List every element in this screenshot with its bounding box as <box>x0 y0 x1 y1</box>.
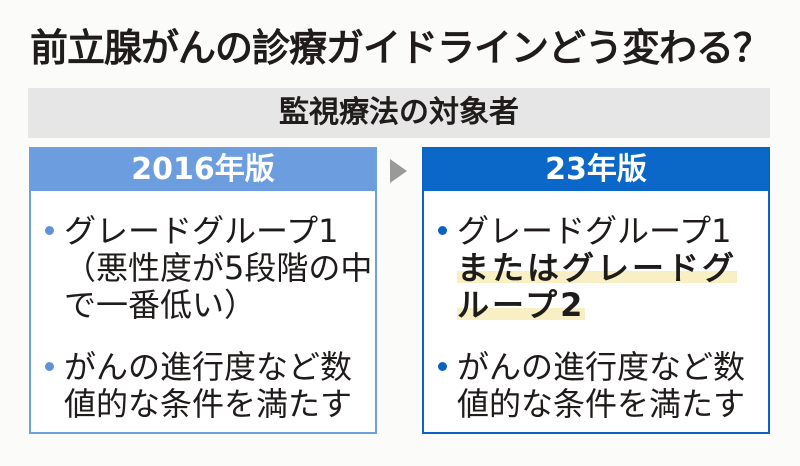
bullet-icon <box>438 226 447 235</box>
column-header-2016: 2016年版 <box>31 149 375 191</box>
item-text-line: がんの進行度など数 <box>457 348 746 386</box>
arrow-right-icon <box>390 159 407 183</box>
column-body-2023: グレードグループ1 またはグレードグ ループ2 がんの進行度など数 値的な条件を… <box>424 191 768 423</box>
item-text-line: グレードグループ1 <box>457 212 732 250</box>
item-text-line: がんの進行度など数 <box>64 348 353 386</box>
item-text-line: グレードグループ1 <box>64 212 339 250</box>
highlight-text: ループ2 <box>457 286 586 324</box>
column-2016: 2016年版 グレードグループ1 （悪性度が5段階の中 で一番低い） がんの進行… <box>29 147 377 434</box>
item-text-line: （悪性度が5段階の中 <box>64 249 373 287</box>
page-title: 前立腺がんの診療ガイドラインどう変わる？ <box>30 26 771 70</box>
column-body-2016: グレードグループ1 （悪性度が5段階の中 で一番低い） がんの進行度など数 値的… <box>31 191 375 423</box>
column-header-2023: 23年版 <box>424 149 768 191</box>
column-2023: 23年版 グレードグループ1 またはグレードグ ループ2 がんの進行度など数 値… <box>422 147 770 434</box>
bullet-icon <box>45 226 54 235</box>
highlighted-text-line: ループ2 <box>457 286 768 324</box>
section-label: 監視療法の対象者 <box>279 95 519 130</box>
section-band: 監視療法の対象者 <box>28 88 770 138</box>
bullet-icon <box>45 362 54 371</box>
list-item: グレードグループ1 （悪性度が5段階の中 で一番低い） <box>31 213 375 324</box>
item-text-line: で一番低い） <box>64 286 257 324</box>
highlighted-text-line: またはグレードグ <box>457 249 768 287</box>
item-text-line: 値的な条件を満たす <box>457 385 746 423</box>
item-text-line: 値的な条件を満たす <box>64 385 353 423</box>
list-item: がんの進行度など数 値的な条件を満たす <box>424 349 768 423</box>
bullet-icon <box>438 362 447 371</box>
list-item: がんの進行度など数 値的な条件を満たす <box>31 349 375 423</box>
list-item: グレードグループ1 またはグレードグ ループ2 <box>424 213 768 324</box>
highlight-text: またはグレードグ <box>457 249 738 287</box>
